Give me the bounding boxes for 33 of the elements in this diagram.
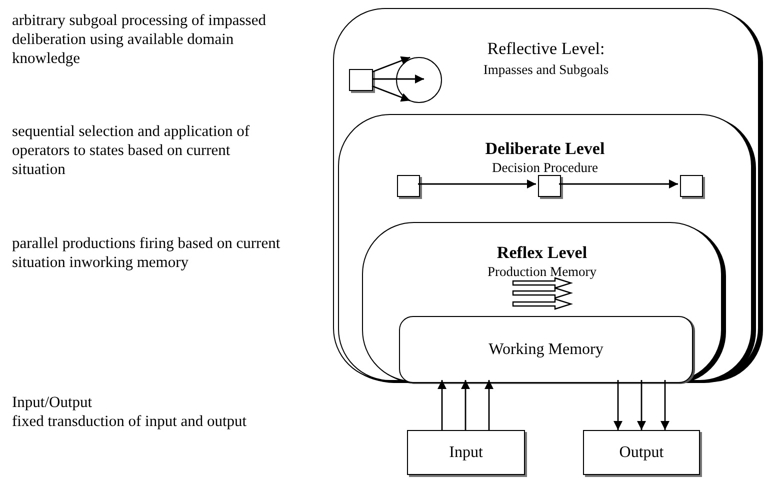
- arrow: [438, 380, 446, 430]
- arrow: [418, 180, 536, 188]
- arrow: [637, 380, 646, 430]
- description-text: parallel productions firing based on current situation inworking memory: [12, 234, 282, 272]
- level-subtitle: Production Memory: [486, 264, 598, 280]
- state-box: [538, 175, 561, 197]
- level-subtitle: Decision Procedure: [490, 160, 600, 176]
- level-title: Reflective Level:: [486, 39, 606, 59]
- arrow: [461, 380, 470, 430]
- subgoal-circle: [396, 57, 442, 103]
- description-text: arbitrary subgoal processing of impassed deliberation using available domain knowledge: [12, 11, 267, 68]
- state-box: [349, 69, 373, 91]
- memory-box: [399, 316, 693, 383]
- io-box: [407, 430, 525, 475]
- arrow: [372, 85, 410, 102]
- level-title: Reflex Level: [496, 243, 588, 263]
- description-text: sequential selection and application of operators to states based on current situation: [12, 122, 251, 179]
- arrow: [614, 380, 622, 430]
- level-title: Deliberate Level: [484, 139, 606, 159]
- arrow: [484, 380, 494, 430]
- memory-label: Working Memory: [488, 340, 604, 358]
- description-text: fixed transduction of input and output: [12, 412, 248, 431]
- arrow: [372, 74, 424, 84]
- arrow: [372, 56, 410, 73]
- level-subtitle: Impasses and Subgoals: [482, 62, 610, 78]
- io-label: Output: [618, 444, 665, 462]
- io-label: Input: [448, 444, 484, 462]
- state-box: [680, 175, 703, 197]
- io-box: [583, 430, 700, 475]
- description-text: Input/Output: [12, 393, 94, 412]
- arrow: [559, 180, 678, 188]
- state-box: [397, 175, 420, 197]
- arrow: [660, 380, 670, 430]
